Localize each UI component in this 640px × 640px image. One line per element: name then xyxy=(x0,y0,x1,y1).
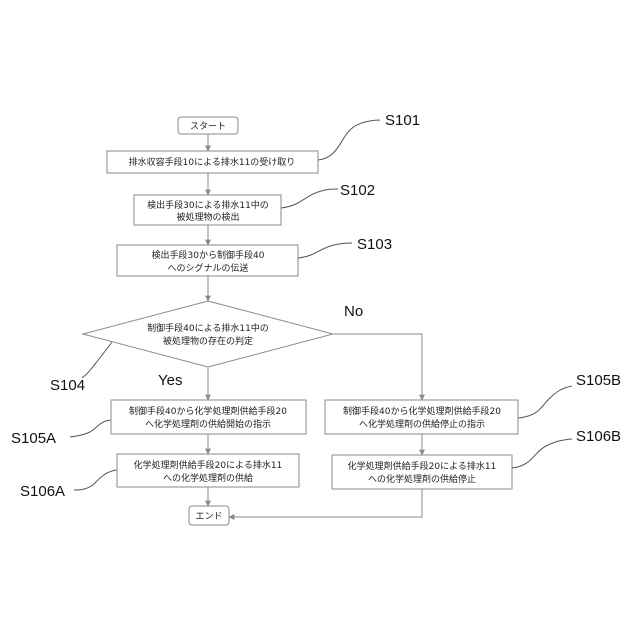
leader-s101 xyxy=(318,120,380,160)
process-s101: 排水収容手段10による排水11の受け取り xyxy=(107,151,318,173)
process-s106b-line-2: への化学処理剤の供給停止 xyxy=(368,473,476,485)
process-s101-line-1: 排水収容手段10による排水11の受け取り xyxy=(129,156,296,168)
process-s106b-line-1: 化学処理剤供給手段20による排水11 xyxy=(348,460,497,472)
process-s102-line-1: 検出手段30による排水11中の xyxy=(147,199,269,211)
step-label-s106a: S106A xyxy=(20,483,65,500)
process-s105b-line-1: 制御手段40から化学処理剤供給手段20 xyxy=(343,405,501,417)
arrow-s104-s105b xyxy=(333,334,422,400)
start-terminator: スタート xyxy=(178,117,238,134)
process-s105a: 制御手段40から化学処理剤供給手段20 へ化学処理剤の供給開始の指示 xyxy=(111,400,306,434)
step-label-s105b: S105B xyxy=(576,372,621,389)
branch-label-no: No xyxy=(344,303,363,320)
process-s106a: 化学処理剤供給手段20による排水11 への化学処理剤の供給 xyxy=(117,454,299,487)
process-s106b: 化学処理剤供給手段20による排水11 への化学処理剤の供給停止 xyxy=(332,455,512,489)
step-label-s101: S101 xyxy=(385,112,420,129)
process-s102-line-2: 被処理物の検出 xyxy=(176,211,239,223)
leader-s106b xyxy=(512,439,572,468)
process-s102: 検出手段30による排水11中の 被処理物の検出 xyxy=(134,195,281,225)
end-label: エンド xyxy=(195,512,222,522)
step-label-s102: S102 xyxy=(340,182,375,199)
process-s105b: 制御手段40から化学処理剤供給手段20 へ化学処理剤の供給停止の指示 xyxy=(325,400,518,434)
leader-s104 xyxy=(82,342,112,378)
process-s105a-line-2: へ化学処理剤の供給開始の指示 xyxy=(145,418,271,430)
process-s103: 検出手段30から制御手段40 へのシグナルの伝送 xyxy=(117,245,298,276)
leader-s105a xyxy=(70,420,111,437)
leader-s106a xyxy=(74,470,117,490)
branch-label-yes: Yes xyxy=(158,372,182,389)
process-s103-line-1: 検出手段30から制御手段40 xyxy=(152,249,265,261)
process-s105a-line-1: 制御手段40から化学処理剤供給手段20 xyxy=(129,405,287,417)
process-s106a-line-1: 化学処理剤供給手段20による排水11 xyxy=(134,459,283,471)
step-label-s106b: S106B xyxy=(576,428,621,445)
decision-s104: 制御手段40による排水11中の 被処理物の存在の判定 xyxy=(83,301,333,367)
step-label-s104: S104 xyxy=(50,377,85,394)
process-s106a-line-2: への化学処理剤の供給 xyxy=(163,472,253,484)
step-label-s103: S103 xyxy=(357,236,392,253)
leader-s105b xyxy=(518,386,572,418)
step-label-s105a: S105A xyxy=(11,430,56,447)
end-terminator: エンド xyxy=(189,506,229,525)
process-s105b-line-2: へ化学処理剤の供給停止の指示 xyxy=(359,418,485,430)
decision-s104-line-1: 制御手段40による排水11中の xyxy=(147,322,269,334)
leader-s103 xyxy=(298,243,352,258)
decision-s104-line-2: 被処理物の存在の判定 xyxy=(163,335,253,347)
process-s103-line-2: へのシグナルの伝送 xyxy=(167,262,248,274)
arrow-s106b-end xyxy=(229,489,422,517)
start-label: スタート xyxy=(190,121,226,132)
leader-s102 xyxy=(281,189,338,208)
